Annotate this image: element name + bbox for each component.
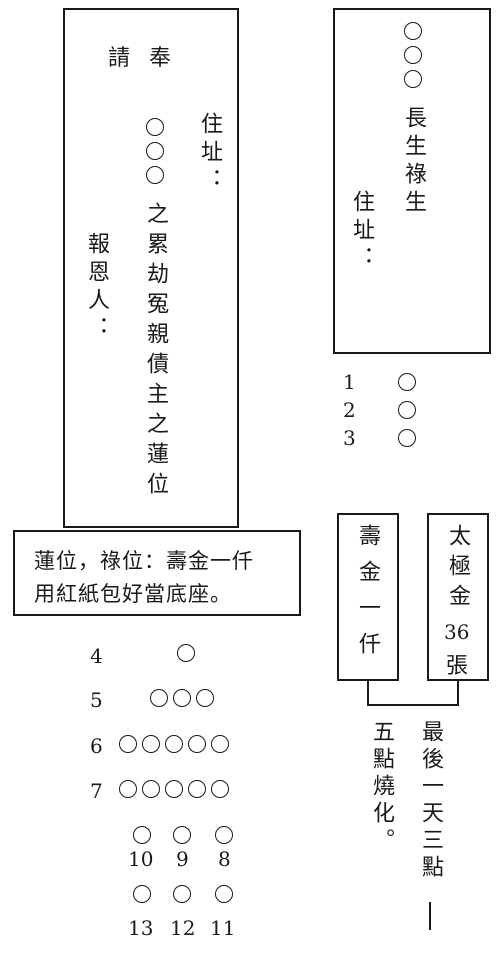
circle-8: [215, 826, 233, 844]
right-tablet-title: 長生祿生: [401, 106, 426, 218]
left-memorial-tablet: [63, 8, 239, 528]
name-placeholder-circle: [146, 118, 164, 136]
label-11: 11: [210, 916, 236, 940]
row-label-5: 5: [90, 688, 103, 712]
label-8: 8: [218, 847, 231, 871]
circle-13: [133, 885, 151, 903]
name-placeholder-circle: [146, 142, 164, 160]
shoujin-label: 壽金一仟: [355, 524, 380, 668]
row-label-7: 7: [90, 779, 103, 803]
arrangement-circle: [211, 780, 229, 798]
taiji-unit: 張: [446, 654, 469, 679]
right-longevity-tablet: [333, 8, 491, 354]
circle-12: [173, 885, 191, 903]
left-name-circles: [146, 118, 164, 184]
row-label-4: 4: [90, 644, 103, 668]
arrangement-circle: [188, 735, 206, 753]
arrangement-circle: [173, 689, 191, 707]
list-circle-3: [398, 429, 416, 447]
arrangement-circle: [196, 689, 214, 707]
invite-text: 請 奉: [108, 46, 177, 71]
arrangement-circle: [177, 644, 195, 662]
row-circles-6: [119, 735, 229, 753]
right-address-label: 住址：: [349, 190, 374, 274]
left-address-label: 住址：: [197, 112, 222, 196]
reporter-label: 報恩人：: [84, 232, 109, 344]
row-label-6: 6: [90, 734, 103, 758]
circle-11: [215, 885, 233, 903]
row-circles-7: [119, 780, 229, 798]
taiji-label: 太極金: [445, 524, 470, 614]
list-number-1: 1: [343, 370, 356, 394]
shoujin-box: [337, 513, 399, 681]
arrangement-circle: [165, 780, 183, 798]
circle-10: [133, 826, 151, 844]
arrangement-circle: [119, 780, 137, 798]
list-number-2: 2: [343, 398, 356, 422]
row-circles-4: [177, 644, 195, 662]
right-name-circles: [404, 22, 422, 88]
row-circles-5: [150, 689, 214, 707]
arrangement-circle: [142, 735, 160, 753]
name-placeholder-circle: [146, 166, 164, 184]
circle-9: [173, 826, 191, 844]
list-circle-2: [398, 401, 416, 419]
instruction-col-2: 五點燒化。: [369, 720, 394, 855]
note-line-2: 用紅紙包好當底座。: [34, 582, 232, 606]
taiji-box: [427, 513, 489, 681]
label-13: 13: [128, 916, 154, 940]
label-10: 10: [128, 847, 154, 871]
instruction-col-1: 最後一天三點: [418, 720, 443, 882]
list-circle-1: [398, 373, 416, 391]
note-line-1: 蓮位，祿位：壽金一仟: [34, 549, 254, 573]
name-placeholder-circle: [404, 70, 422, 88]
instruction-trailing-line: [429, 902, 431, 930]
arrangement-circle: [142, 780, 160, 798]
taiji-count: 36: [444, 620, 470, 644]
arrangement-circle: [188, 780, 206, 798]
connector-horizontal: [367, 704, 459, 706]
arrangement-circle: [150, 689, 168, 707]
arrangement-circle: [165, 735, 183, 753]
connector-left: [367, 681, 369, 705]
arrangement-circle: [119, 735, 137, 753]
arrangement-circle: [211, 735, 229, 753]
connector-right: [457, 681, 459, 705]
label-9: 9: [176, 847, 189, 871]
list-number-3: 3: [343, 426, 356, 450]
name-placeholder-circle: [404, 22, 422, 40]
note-box: [13, 530, 301, 616]
label-12: 12: [170, 916, 196, 940]
left-tablet-title: 之累劫冤親債主之蓮位: [143, 202, 168, 502]
name-placeholder-circle: [404, 46, 422, 64]
